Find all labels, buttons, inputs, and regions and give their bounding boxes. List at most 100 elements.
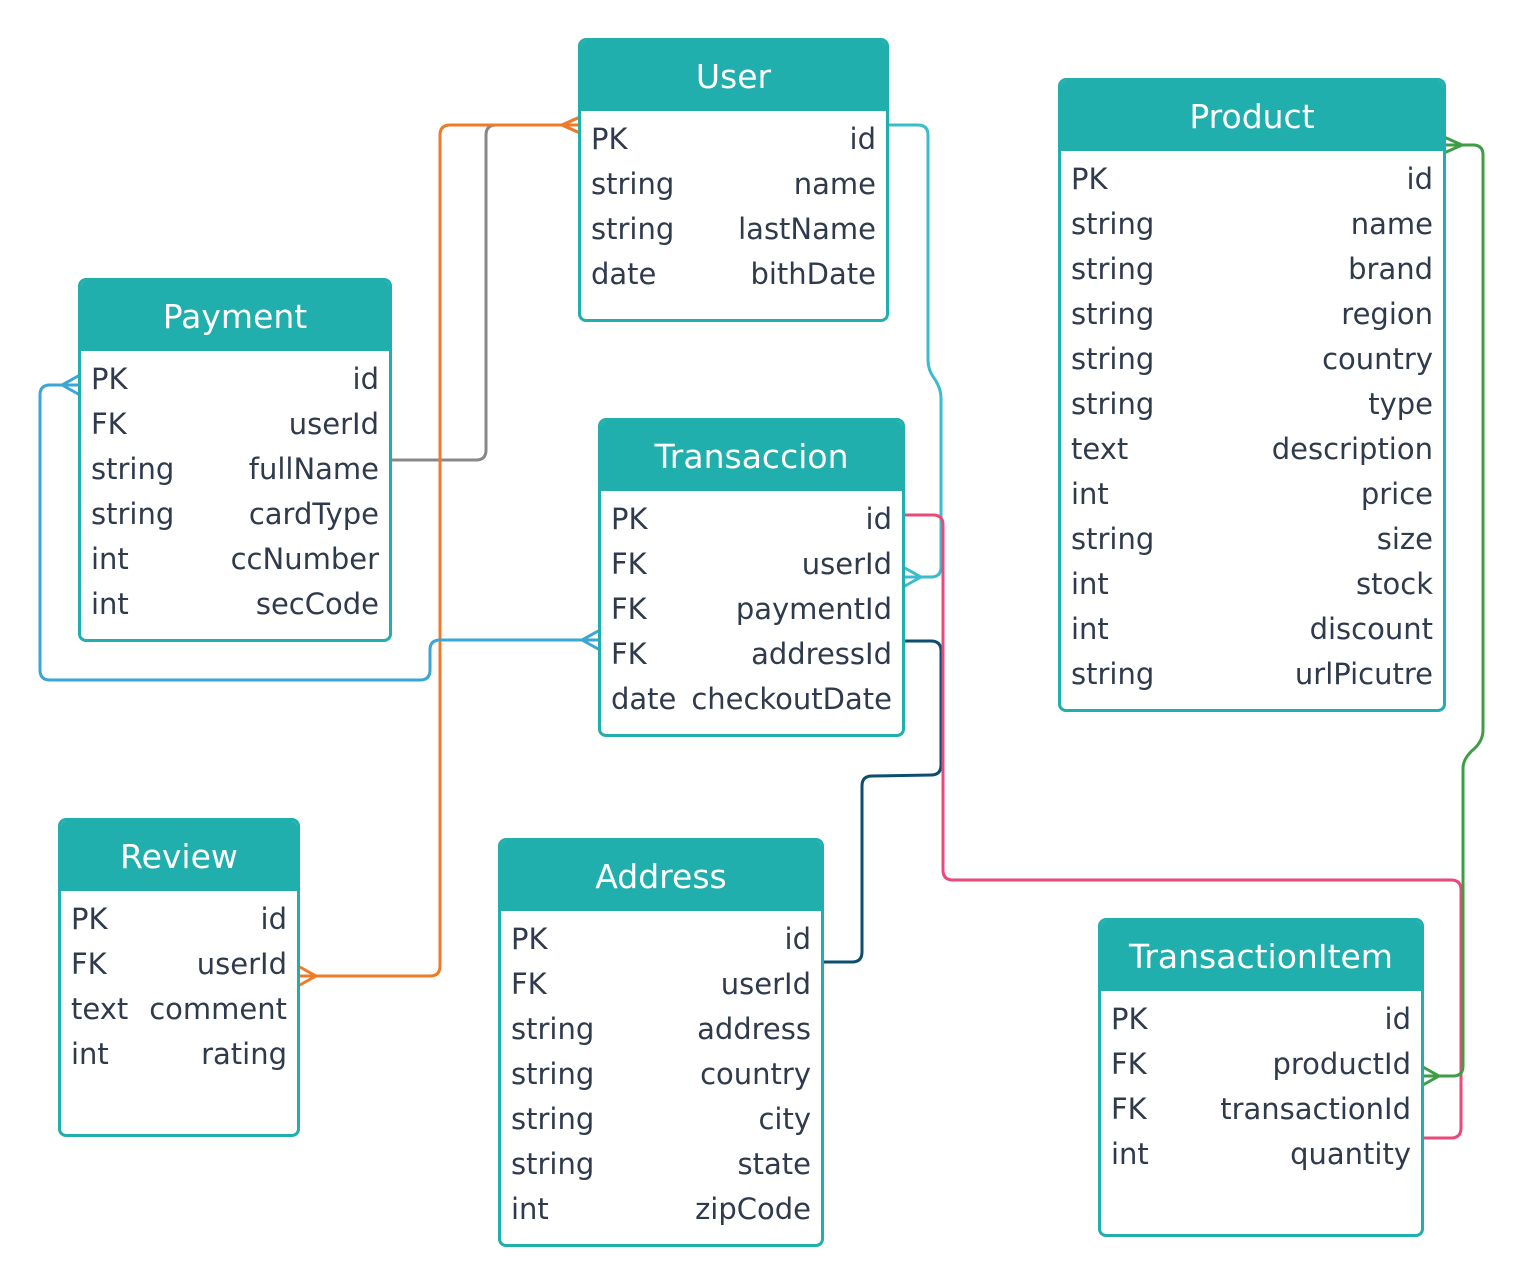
field-type: string [91, 497, 175, 531]
field-row: FK paymentId [611, 587, 892, 632]
field-name: bithDate [750, 257, 876, 291]
connector-transaccion-transactionitem [901, 513, 1463, 1140]
field-type: int [1111, 1137, 1149, 1171]
field-type: FK [71, 947, 107, 981]
field-type: date [611, 682, 677, 716]
field-type: PK [1071, 162, 1108, 196]
field-type: string [511, 1012, 595, 1046]
connector-product-transactionitem [1419, 135, 1485, 1088]
field-name: id [784, 922, 811, 956]
field-type: string [511, 1147, 595, 1181]
field-name: city [758, 1102, 811, 1136]
field-type: string [1071, 297, 1155, 331]
field-name: address [697, 1012, 811, 1046]
field-name: id [1406, 162, 1433, 196]
field-name: country [700, 1057, 811, 1091]
field-name: id [352, 362, 379, 396]
field-name: state [737, 1147, 811, 1181]
field-name: id [1384, 1002, 1411, 1036]
field-name: quantity [1290, 1137, 1411, 1171]
field-type: string [1071, 252, 1155, 286]
field-name: description [1271, 432, 1433, 466]
field-type: string [1071, 342, 1155, 376]
entity-title: TransactionItem [1101, 921, 1421, 991]
field-type: int [511, 1192, 549, 1226]
field-name: id [849, 122, 876, 156]
field-type: PK [71, 902, 108, 936]
field-row: string urlPicutre [1071, 652, 1433, 697]
field-type: string [1071, 657, 1155, 691]
field-name: paymentId [735, 592, 892, 626]
field-row: string type [1071, 382, 1433, 427]
field-type: FK [1111, 1047, 1147, 1081]
field-type: int [91, 542, 129, 576]
field-row: string city [511, 1097, 811, 1142]
field-name: brand [1348, 252, 1433, 286]
field-row: PK id [91, 357, 379, 402]
field-name: type [1368, 387, 1433, 421]
field-row: string region [1071, 292, 1433, 337]
connector-user-transaccion [886, 123, 943, 589]
field-row: PK id [71, 897, 287, 942]
field-type: text [71, 992, 129, 1026]
field-name: size [1376, 522, 1433, 556]
field-type: FK [91, 407, 127, 441]
field-row: string country [1071, 337, 1433, 382]
field-name: comment [149, 992, 287, 1026]
field-row: string lastName [591, 207, 876, 252]
field-name: rating [201, 1037, 287, 1071]
field-type: string [91, 452, 175, 486]
field-type: PK [91, 362, 128, 396]
field-name: id [260, 902, 287, 936]
field-type: string [511, 1102, 595, 1136]
field-type: FK [611, 592, 647, 626]
field-name: region [1341, 297, 1433, 331]
field-type: string [591, 212, 675, 246]
field-type: string [1071, 387, 1155, 421]
field-row: text comment [71, 987, 287, 1032]
field-name: price [1360, 477, 1433, 511]
field-type: PK [511, 922, 548, 956]
field-type: int [1071, 567, 1109, 601]
field-name: lastName [738, 212, 876, 246]
field-row: string address [511, 1007, 811, 1052]
field-type: FK [611, 547, 647, 581]
field-type: string [511, 1057, 595, 1091]
field-name: country [1322, 342, 1433, 376]
field-name: urlPicutre [1294, 657, 1433, 691]
field-row: string brand [1071, 247, 1433, 292]
field-name: id [865, 502, 892, 536]
connector-payment-transaccion [38, 373, 602, 682]
